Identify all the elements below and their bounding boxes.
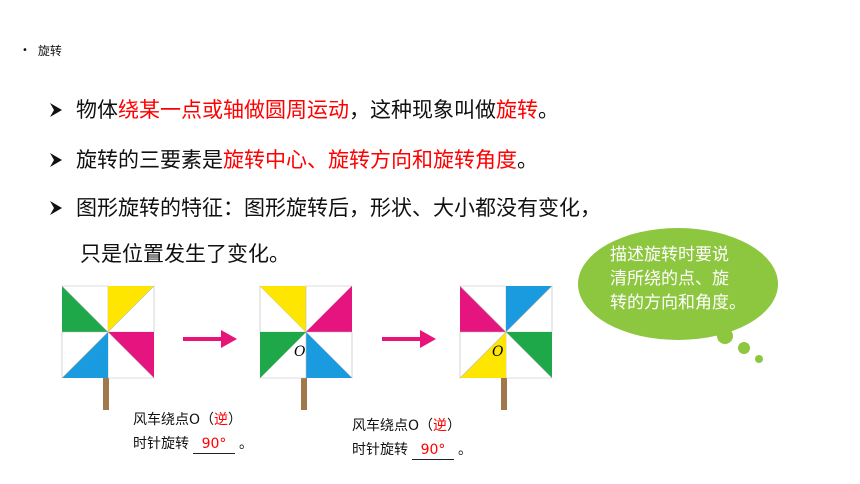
pinwheel-rotated-1: O bbox=[259, 285, 353, 410]
answer-direction: 逆 bbox=[214, 412, 229, 428]
bullet-line-1: 物体绕某一点或轴做圆周运动，这种现象叫做旋转。 bbox=[48, 96, 559, 124]
answer-direction: 逆 bbox=[433, 418, 448, 434]
bullet-2-text: 旋转的三要素是旋转中心、旋转方向和旋转角度。 bbox=[76, 148, 538, 172]
answer-angle: 90° bbox=[193, 435, 235, 454]
speech-bubble bbox=[578, 228, 778, 363]
answer-angle: 90° bbox=[412, 441, 454, 460]
bullet-3-continuation: 只是位置发生了变化。 bbox=[80, 242, 290, 266]
center-label: O bbox=[294, 344, 306, 360]
pinwheel-original bbox=[61, 285, 155, 410]
bullet-3-text: 图形旋转的特征：图形旋转后，形状、大小都没有变化， bbox=[76, 196, 601, 220]
pinwheel-stick bbox=[301, 360, 307, 410]
bullet-arrow-icon bbox=[50, 153, 62, 167]
heading-bullet: • bbox=[22, 45, 28, 56]
rotation-arrow-icon bbox=[382, 330, 436, 348]
bullet-1-text: 物体绕某一点或轴做圆周运动，这种现象叫做旋转。 bbox=[76, 98, 559, 122]
rotation-arrow-icon bbox=[183, 330, 237, 348]
pinwheel-stick bbox=[501, 360, 507, 410]
caption-1-line-1: 风车绕点O（逆） bbox=[133, 412, 243, 428]
bullet-line-2: 旋转的三要素是旋转中心、旋转方向和旋转角度。 bbox=[48, 146, 538, 174]
pinwheel-rotated-2: O bbox=[459, 285, 553, 410]
bullet-line-3: 图形旋转的特征：图形旋转后，形状、大小都没有变化， bbox=[48, 194, 601, 222]
heading-title: 旋转 bbox=[37, 44, 62, 58]
bullet-arrow-icon bbox=[50, 201, 62, 215]
slide-heading: • 旋转 bbox=[22, 42, 62, 59]
caption-2-line-1: 风车绕点O（逆） bbox=[352, 418, 462, 434]
bullet-arrow-icon bbox=[50, 103, 62, 117]
center-label: O bbox=[492, 344, 504, 360]
speech-bubble-text: 描述旋转时要说 清所绕的点、旋 转的方向和角度。 bbox=[610, 245, 746, 313]
pinwheel-stick bbox=[103, 360, 109, 410]
